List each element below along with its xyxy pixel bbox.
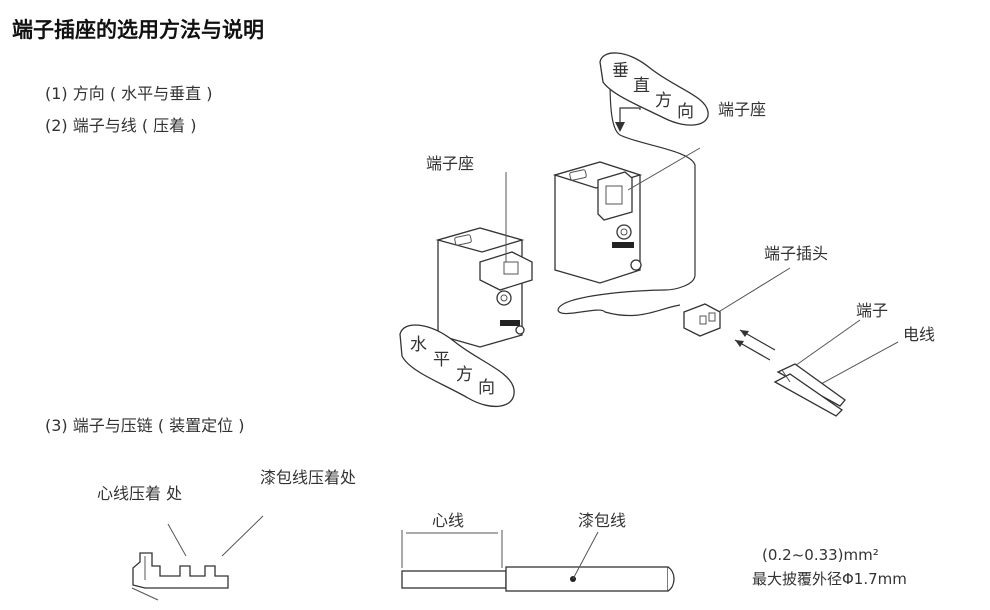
badge-vertical-char-4: 向 [677,102,694,122]
label-wire: 电线 [903,325,936,344]
spec-gauge-range: (0.2~0.33)mm² [762,546,879,564]
label-core-crimp: 心线压着 处 [97,484,183,503]
mounting-board-outline [557,79,696,317]
badge-vertical-char-1: 垂 [612,61,629,81]
label-enamel-wire: 漆包线 [578,511,627,530]
insertion-arrows [734,329,776,361]
crimp-terminal-illustration [131,515,264,601]
badge-horizontal-char-4: 向 [478,378,495,398]
socket-leader-lines [505,147,899,391]
horizontal-socket-illustration [435,227,533,348]
label-terminal: 端子 [856,301,889,320]
badge-vertical-char-3: 方 [655,91,672,111]
vertical-direction-badge [599,52,709,126]
label-socket-vertical: 端子座 [718,100,767,119]
badge-horizontal-char-1: 水 [410,335,427,355]
horizontal-direction-badge [399,324,515,408]
badge-vertical-char-2: 直 [633,76,650,96]
section-terminal-wire: (2) 端子与线 ( 压着 ) [45,116,197,135]
section-crimp-chain: (3) 端子与压链 ( 装置定位 ) [45,416,245,435]
spec-max-diameter: 最大披覆外径Φ1.7mm [752,570,907,588]
vertical-socket-illustration [552,161,643,284]
badge-horizontal-char-2: 平 [433,350,450,370]
label-socket-horizontal: 端子座 [426,154,475,173]
label-core-wire: 心线 [432,511,465,530]
plug-illustration [683,303,721,337]
badge-horizontal-char-3: 方 [456,365,473,385]
section-direction: (1) 方向 ( 水平与垂直 ) [45,84,213,103]
terminal-wire-illustration [773,363,846,417]
vertical-direction-arrow [615,107,641,132]
enamel-wire-illustration [401,530,675,592]
page-title: 端子插座的选用方法与说明 [12,18,264,42]
label-enamel-crimp: 漆包线压着处 [260,468,357,487]
label-plug: 端子插头 [764,244,829,263]
